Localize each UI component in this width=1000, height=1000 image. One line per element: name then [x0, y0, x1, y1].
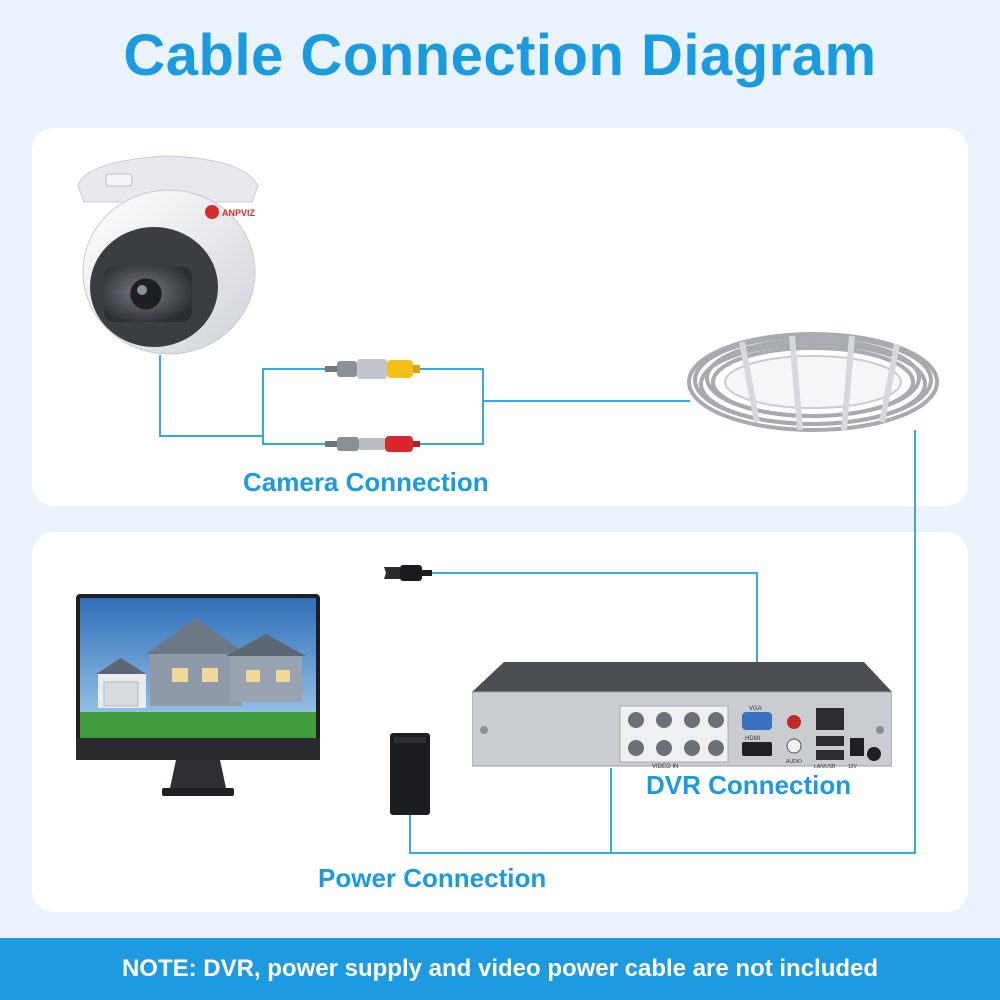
monitor-icon: [76, 594, 320, 796]
power-wire: [409, 768, 612, 854]
splitter-left: [262, 368, 330, 445]
camera-connection-label: Camera Connection: [243, 467, 489, 497]
power-port-label: 12V: [848, 764, 858, 770]
lan-usb-port-label: LAN/USB: [814, 764, 836, 770]
vga-port-label: VGA: [749, 706, 762, 712]
hdmi-plug-icon: [384, 565, 432, 581]
hdmi-wire: [430, 572, 758, 665]
audio-port-label: AUDIO: [786, 759, 802, 765]
page-title: Cable Connection Diagram: [123, 23, 877, 88]
power-adapter-icon: [390, 733, 430, 815]
cable-coil-icon: [687, 332, 939, 432]
camera-brand-logo: ANPVIZ: [222, 208, 256, 218]
dome-camera-icon: ANPVIZ: [77, 155, 259, 355]
video-in-port-label: VIDEO IN: [652, 764, 678, 770]
power-connection-label: Power Connection: [318, 863, 547, 893]
camera-wire: [159, 355, 263, 437]
dvr-recorder-icon: VIDEO IN VGA HDMI AUDIO LAN/USB 12V: [472, 662, 892, 770]
dvr-connection-label: DVR Connection: [646, 770, 852, 800]
cable-down-wire: [611, 430, 916, 854]
dc-power-connector-icon: [325, 436, 420, 452]
footer-note: NOTE: DVR, power supply and video power …: [0, 938, 1000, 1000]
splitter-right: [415, 368, 484, 445]
hdmi-port-label: HDMI: [745, 736, 761, 742]
bnc-video-connector-icon: [325, 359, 420, 379]
